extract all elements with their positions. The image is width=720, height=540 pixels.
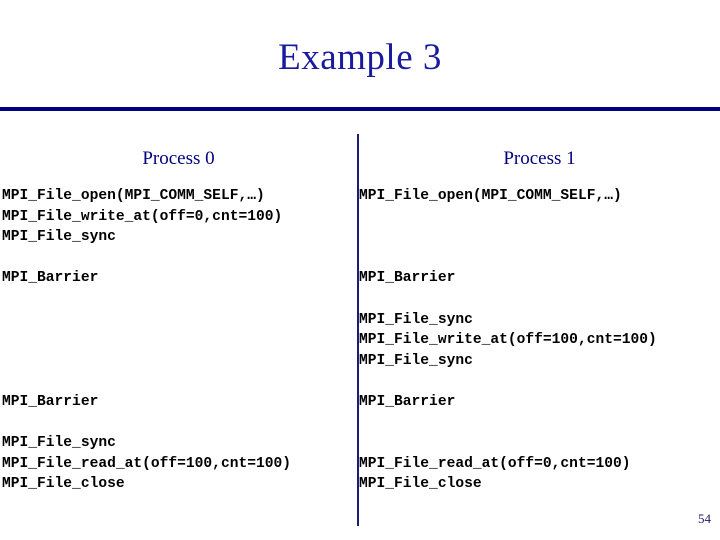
code-column-process-1: MPI_File_open(MPI_COMM_SELF,…) MPI_Barri… [359, 186, 720, 495]
code-line: MPI_File_read_at(off=100,cnt=100) [2, 455, 292, 472]
code-line: MPI_File_write_at(off=100,cnt=100) [359, 332, 657, 349]
code-line-blank [2, 413, 362, 434]
page-title: Example 3 [278, 37, 442, 78]
code-line-blank [359, 227, 720, 248]
code-line: MPI_File_sync [2, 229, 116, 246]
code-line: MPI_File_open(MPI_COMM_SELF,…) [359, 188, 622, 204]
code-line: MPI_File_open(MPI_COMM_SELF,…) [2, 188, 265, 204]
column-header-process-1: Process 1 [503, 148, 576, 169]
code-line: MPI_File_write_at(off=0,cnt=100) [2, 208, 283, 225]
page-number: 54 [698, 511, 711, 526]
code-line-blank [2, 351, 362, 372]
code-line-blank [2, 371, 362, 392]
code-line: MPI_Barrier [359, 393, 456, 410]
code-line: MPI_File_read_at(off=0,cnt=100) [359, 455, 631, 472]
code-line: MPI_File_sync [359, 352, 473, 369]
code-line-blank [359, 433, 720, 454]
code-line-blank [2, 248, 362, 269]
code-line-blank [359, 413, 720, 434]
code-line: MPI_Barrier [2, 393, 99, 410]
code-line: MPI_Barrier [2, 270, 99, 287]
code-line-blank [359, 371, 720, 392]
code-line-blank [2, 310, 362, 331]
code-line-blank [359, 248, 720, 269]
code-line: MPI_File_sync [359, 311, 473, 328]
process-column-divider [357, 134, 359, 526]
code-line-blank [2, 289, 362, 310]
code-line: MPI_File_close [359, 476, 482, 493]
code-line: MPI_File_close [2, 476, 125, 493]
code-line-blank [359, 289, 720, 310]
code-line-blank [359, 207, 720, 228]
code-column-process-0: MPI_File_open(MPI_COMM_SELF,…) MPI_File_w… [2, 186, 362, 495]
code-line: MPI_Barrier [359, 270, 456, 287]
code-line-blank [2, 330, 362, 351]
code-line: MPI_File_sync [2, 435, 116, 452]
title-divider-rule [0, 107, 720, 111]
column-header-process-0: Process 0 [142, 148, 215, 169]
